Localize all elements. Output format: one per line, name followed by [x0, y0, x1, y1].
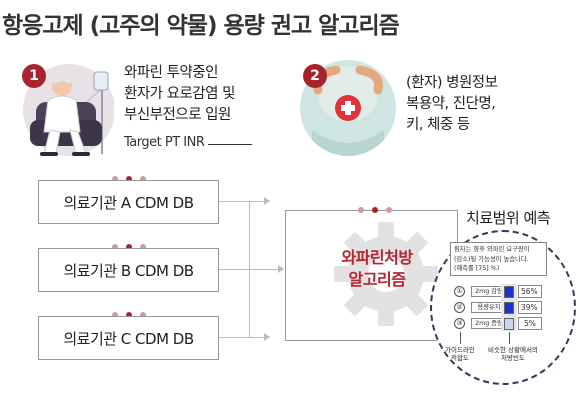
hospital-info-illustration	[300, 60, 396, 156]
step-1-badge: 1	[22, 64, 46, 88]
db-b-dots	[112, 244, 152, 250]
option-percent: 5%	[524, 319, 536, 328]
step-2-badge: 2	[303, 64, 327, 88]
db-c-dots	[112, 312, 152, 318]
option-bar	[504, 318, 514, 330]
connector-a	[219, 201, 249, 202]
step-2-line: 키, 체중 등	[406, 117, 470, 133]
arrow-a-head	[264, 197, 270, 205]
db-a-dots	[112, 176, 152, 182]
arrow-c-head	[264, 333, 270, 341]
arrow-a-stem	[249, 201, 265, 202]
patient-in-hospital-icon	[23, 64, 114, 156]
step-2-line: (환자) 병원정보	[406, 75, 498, 91]
arrow-b-head	[278, 265, 284, 273]
db-box-a: 의료기관 A CDM DB	[38, 180, 219, 224]
arrow-c-stem	[249, 337, 265, 338]
algorithm-dots	[358, 207, 398, 213]
step-2-line: 복용약, 진단명,	[406, 96, 496, 112]
hands-medical-cross-icon	[312, 65, 384, 156]
percent-box	[518, 285, 542, 298]
step-1-description: 와파린 투약중인 환자가 요로감염 및 부신부전으로 입원	[124, 63, 235, 126]
step-1-line: 와파린 투약중인	[124, 65, 218, 81]
target-pt-inr-label: Target PT INR	[124, 135, 205, 150]
prescription-frequency-line: 처방빈도	[500, 354, 525, 362]
db-box-b: 의료기관 B CDM DB	[38, 248, 219, 292]
connector-b	[219, 269, 249, 270]
prediction-text-line: (예측률 [75] %)	[454, 265, 500, 272]
algorithm-label-line1: 와파린처방	[341, 248, 413, 267]
page-title: 항응고제 (고주의 약물) 용량 권고 알고리즘	[2, 13, 400, 39]
gear-icon	[334, 222, 438, 326]
guideline-fit-line: 적합도	[450, 354, 469, 362]
prediction-text-line: (감소)될 가능성이 높습니다.	[454, 255, 529, 263]
connector-c	[219, 337, 249, 338]
percent-box	[518, 317, 542, 330]
algorithm-label: 와파린처방 알고리즘	[322, 247, 432, 291]
guideline-fit-line: 가이드라인	[445, 346, 475, 354]
step-1-line: 부신부전으로 입원	[124, 107, 231, 123]
prediction-text-line: 환자는 향후 와파린 요구량이	[454, 246, 530, 253]
step-2-description: (환자) 병원정보 복용약, 진단명, 키, 체중 등	[406, 73, 498, 136]
guideline-pointer	[460, 332, 461, 344]
guideline-fit-label: 가이드라인 적합도	[445, 346, 475, 362]
percent-box	[518, 301, 542, 314]
option-percent: 56%	[521, 287, 538, 296]
option-number: ②	[454, 302, 465, 313]
arrow-b-stem	[249, 269, 279, 270]
option-number: ③	[454, 318, 465, 329]
option-bar	[504, 286, 514, 298]
prediction-title: 치료범위 예측	[466, 209, 551, 227]
algorithm-label-line2: 알고리즘	[348, 270, 406, 289]
prescription-frequency-line: 비슷한 상황에서의	[488, 346, 538, 354]
db-box-c: 의료기관 C CDM DB	[38, 316, 219, 360]
option-percent: 39%	[521, 303, 538, 312]
target-pt-inr-blank	[208, 144, 253, 145]
frequency-pointer	[509, 332, 510, 344]
prediction-text-box: 환자는 향후 와파린 요구량이 (감소)될 가능성이 높습니다. (예측률 [7…	[450, 242, 547, 276]
option-bar	[504, 302, 514, 314]
step-1-line: 환자가 요로감염 및	[124, 86, 235, 102]
prescription-frequency-label: 비슷한 상황에서의 처방빈도	[488, 346, 538, 362]
option-number: ①	[454, 286, 465, 297]
target-pt-inr-field: Target PT INR	[124, 135, 253, 150]
